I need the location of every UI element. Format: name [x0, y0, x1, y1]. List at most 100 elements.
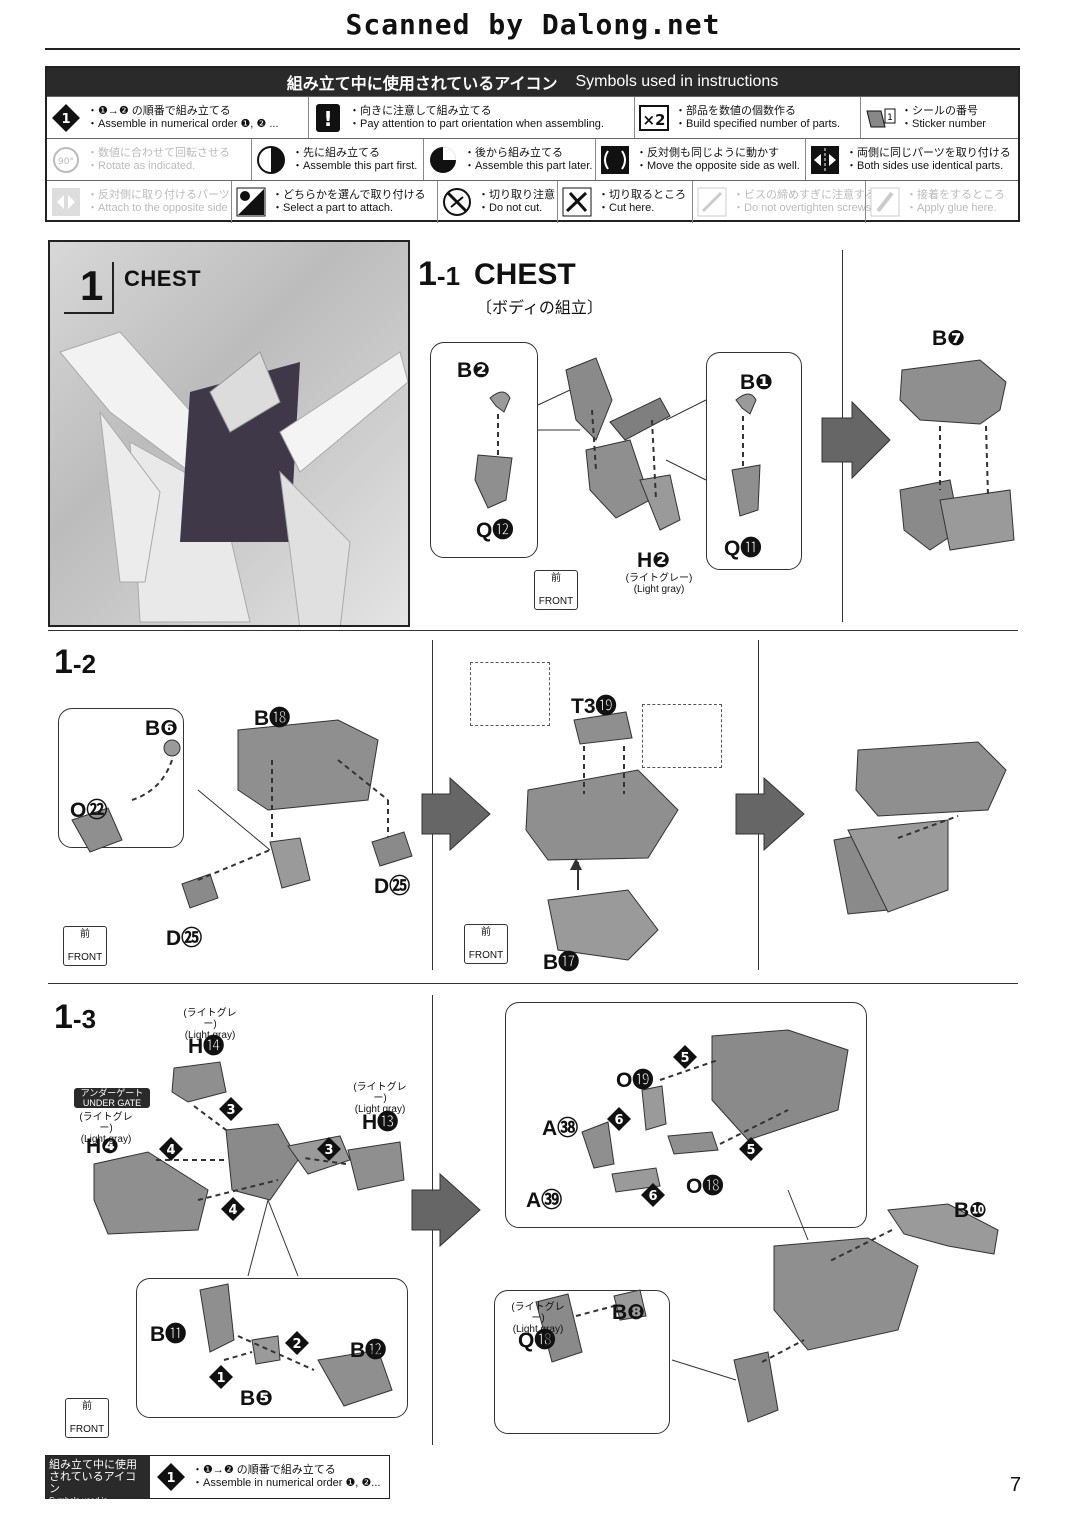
label-o18: O⓲	[686, 1175, 724, 1198]
symbol-en: ・Rotate as indicated.	[87, 160, 196, 172]
symbol-jp: ・反対側も同じように動かす	[636, 147, 779, 159]
label-d25-left: D㉕	[166, 927, 203, 950]
opposite-move-icon	[601, 146, 629, 174]
svg-text:4: 4	[228, 1203, 237, 1218]
label-h14-note: (ライトグレー)(Light gray)	[183, 1008, 237, 1041]
symbol-en: ・Pay attention to part orientation when …	[349, 118, 604, 130]
svg-text:90°: 90°	[58, 157, 74, 167]
svg-text:5: 5	[680, 1051, 689, 1066]
robot-photo-illustration	[59, 331, 408, 625]
symbol-jp: ・数値に合わせて回転させる	[87, 147, 230, 159]
symbol-jp: ・反対側に取り付けるパーツ	[87, 189, 230, 201]
diamond-step-icon: 1	[52, 104, 80, 132]
step-order-marker: 6	[606, 1106, 632, 1137]
rotate-icon: 90°	[53, 147, 79, 173]
diamond-step-icon: 6	[641, 1183, 665, 1207]
symbol-en: ・Assemble this part later.	[464, 160, 593, 172]
glue-icon	[870, 187, 900, 217]
symbol-en: ・Move the opposite side as well.	[636, 160, 800, 172]
label-b7: B❼	[932, 327, 965, 350]
diamond-step-icon: 5	[739, 1137, 763, 1161]
svg-text:1: 1	[61, 112, 70, 127]
sticker-icon: 1	[866, 108, 896, 128]
symbol-cell: 1・❶→❷ の順番で組み立てる・Assemble in numerical or…	[47, 97, 309, 139]
label-q12: Q⓬	[476, 519, 514, 542]
label-h14: H⓮	[188, 1035, 225, 1058]
diamond-step-icon: 5	[673, 1045, 697, 1069]
symbol-jp: ・両側に同じパーツを取り付ける	[846, 147, 1011, 159]
symbol-cell: ・どちらかを選んで取り付ける・Select a part to attach.	[232, 181, 438, 223]
symbol-en: ・Do not cut.	[478, 202, 543, 214]
svg-text:2: 2	[292, 1337, 301, 1352]
symbol-en: ・Build specified number of parts.	[675, 118, 841, 130]
svg-text:6: 6	[614, 1113, 623, 1128]
step-order-marker: 2	[284, 1330, 310, 1361]
label-q11: Q⓫	[724, 537, 762, 560]
both-sides-icon	[811, 146, 839, 174]
label-b10: B❿	[954, 1199, 987, 1222]
top-rule	[45, 48, 1020, 50]
symbols-legend-table: 組み立て中に使用されているアイコン Symbols used in instru…	[45, 66, 1020, 223]
label-t3-19: T3⓳	[571, 695, 617, 718]
symbol-cell: ・切り取り注意・Do not cut.	[438, 181, 558, 223]
svg-text:6: 6	[648, 1189, 657, 1204]
label-b11: B⓫	[150, 1323, 187, 1346]
symbol-en: ・Cut here.	[598, 202, 655, 214]
label-o22: O㉒	[70, 799, 108, 822]
symbol-en: ・Assemble in numerical order ❶, ❷ ...	[87, 118, 279, 130]
symbols-title-en: Symbols used in instructions	[575, 73, 779, 90]
label-h4-note: (ライトグレー)(Light gray)	[79, 1112, 133, 1145]
diamond-step-icon: 4	[221, 1197, 245, 1221]
label-h13-note: (ライトグレー)(Light gray)	[353, 1082, 407, 1115]
symbol-en: ・Apply glue here.	[906, 202, 997, 214]
label-o19: O⓳	[616, 1069, 654, 1092]
label-b18: B⓲	[254, 707, 291, 730]
substep-1-3-number: 1-3	[54, 998, 97, 1036]
section-divider-a	[48, 630, 1018, 631]
svg-text:4: 4	[166, 1143, 175, 1158]
symbol-jp: ・ビスの締めすぎに注意する	[733, 189, 876, 201]
symbol-en: ・Both sides use identical parts.	[846, 160, 1004, 172]
symbols-row-1: 1・❶→❷ の順番で組み立てる・Assemble in numerical or…	[47, 96, 1018, 139]
label-b6: B❻	[145, 717, 178, 740]
label-a39: A㊴	[526, 1189, 563, 1212]
symbol-en: ・Assemble this part first.	[292, 160, 418, 172]
label-b8: B❽	[612, 1301, 645, 1324]
exclamation-icon: !	[316, 104, 340, 132]
svg-text:1: 1	[166, 1471, 175, 1486]
symbol-cell: ×2・部品を数値の個数作る・Build specified number of …	[635, 97, 861, 139]
symbol-en: ・Attach to the opposite side	[87, 202, 228, 214]
substep-1-2-number: 1-2	[54, 643, 97, 681]
symbol-jp: ・どちらかを選んで取り付ける	[272, 189, 426, 201]
step-order-marker: 3	[316, 1136, 342, 1167]
label-q18: Q⓲	[518, 1329, 556, 1352]
symbol-cell: ・反対側も同じように動かす・Move the opposite side as …	[596, 139, 806, 181]
callout-b2-q12	[430, 342, 538, 558]
label-h2: H❷	[637, 549, 670, 572]
symbols-row-2: 90°・数値に合わせて回転させる・Rotate as indicated.・先に…	[47, 138, 1018, 181]
step-order-marker: 5	[738, 1136, 764, 1167]
step-order-marker: 6	[640, 1182, 666, 1213]
symbol-jp: ・向きに注意して組み立てる	[349, 105, 492, 117]
symbol-jp: ・切り取り注意	[478, 189, 555, 201]
step-number-box	[64, 262, 114, 314]
diamond-step-icon: 1	[209, 1365, 233, 1389]
svg-text:×2: ×2	[642, 111, 665, 129]
detail-box-right	[642, 704, 722, 768]
symbol-cell: ・切り取るところ・Cut here.	[558, 181, 693, 223]
svg-text:5: 5	[746, 1143, 755, 1158]
svg-text:1: 1	[216, 1371, 225, 1386]
label-h4: H❹	[86, 1135, 119, 1158]
symbol-jp: ・シールの番号	[901, 105, 978, 117]
first-icon	[257, 146, 285, 174]
label-b2: B❷	[457, 359, 490, 382]
label-a38: A㊳	[542, 1117, 579, 1140]
label-b17: B⓱	[543, 951, 580, 974]
times-two-icon: ×2	[639, 105, 669, 131]
step-order-marker: 5	[672, 1044, 698, 1075]
step-order-marker: 4	[220, 1196, 246, 1227]
svg-text:3: 3	[226, 1103, 235, 1118]
